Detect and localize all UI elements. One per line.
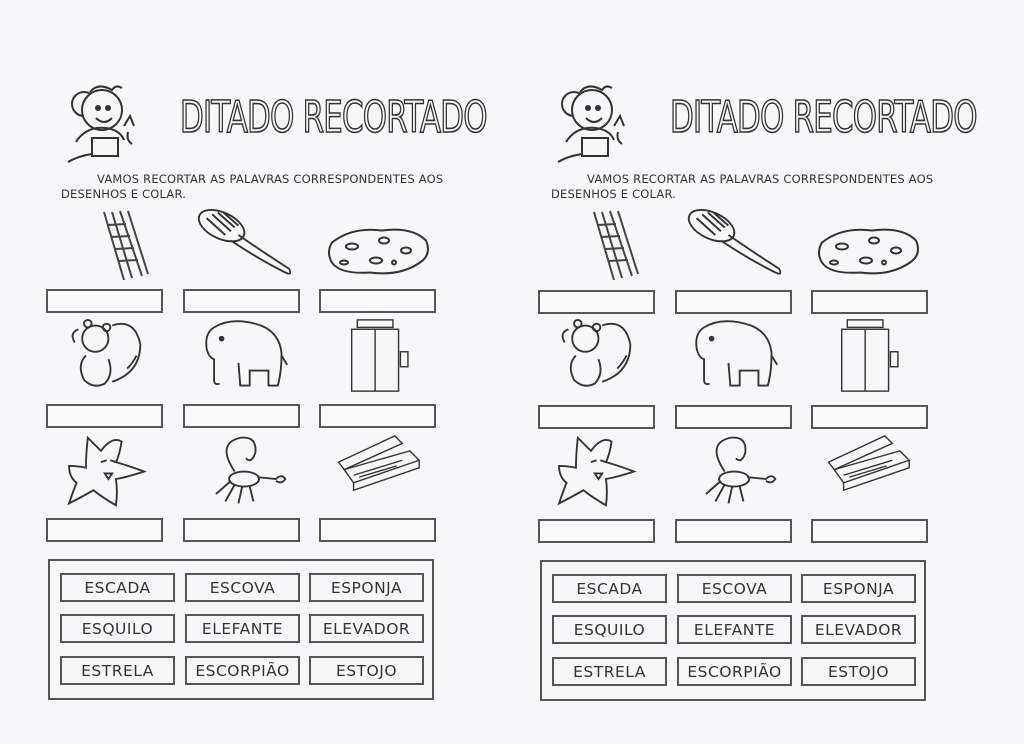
instruction-text: VAMOS RECORTAR AS PALAVRAS CORRESPONDENT… [551,172,951,202]
word-card[interactable]: ESCADA [60,573,175,602]
worksheet-left: DITADO RECORTADO VAMOS RECORTAR AS PALAV… [46,85,488,700]
hairbrush-icon [687,208,782,275]
ladder-icon [593,210,639,281]
word-card[interactable]: ESPONJA [309,573,424,602]
answer-box-scorpion[interactable] [183,518,300,542]
answer-box-squirrel[interactable] [538,405,655,429]
answer-box-elevator[interactable] [319,404,436,428]
word-card[interactable]: ELEFANTE [185,614,300,643]
scorpion-icon [705,436,777,504]
pencil-case-icon [337,435,421,492]
word-bank: ESCADA ESCOVA ESPONJA ESQUILO ELEFANTE E… [48,559,434,700]
squirrel-icon [561,318,632,387]
answer-box-elevator[interactable] [811,405,928,429]
instruction-line-2: DESENHOS E COLAR. [551,187,677,201]
ladder-icon [103,210,149,281]
word-card[interactable]: ESTOJO [309,656,424,685]
answer-box-ladder[interactable] [46,289,163,313]
word-card[interactable]: ESCOVA [185,573,300,602]
word-card[interactable]: ESTRELA [60,656,175,685]
scorpion-icon [215,436,287,504]
answer-box-brush[interactable] [183,289,300,313]
word-card[interactable]: ELEFANTE [677,615,792,644]
pencil-case-icon [827,435,911,492]
star-icon [557,435,637,507]
answer-box-brush[interactable] [675,290,792,314]
worksheet-right: DITADO RECORTADO VAMOS RECORTAR AS PALAV… [490,0,1002,744]
word-bank: ESCADA ESCOVA ESPONJA ESQUILO ELEFANTE E… [540,560,926,701]
word-card[interactable]: ESQUILO [60,614,175,643]
word-card[interactable]: ESTRELA [552,657,667,686]
answer-box-elephant[interactable] [675,405,792,429]
elevator-icon [840,319,899,392]
answer-box-sponge[interactable] [811,290,928,314]
word-card[interactable]: ELEVADOR [309,614,424,643]
word-card[interactable]: ESCORPIÃO [185,656,300,685]
sponge-icon [818,228,919,275]
worksheet-title: DITADO RECORTADO [179,91,488,144]
hairbrush-icon [197,208,292,275]
answer-box-sponge[interactable] [319,289,436,313]
answer-box-elephant[interactable] [183,404,300,428]
instruction-line-1: VAMOS RECORTAR AS PALAVRAS CORRESPONDENT… [97,172,444,186]
answer-box-star[interactable] [46,518,163,542]
sponge-icon [328,228,429,275]
answer-box-pencil-case[interactable] [811,519,928,543]
word-card[interactable]: ESQUILO [552,615,667,644]
elevator-icon [350,319,409,392]
boy-cutting-paper-icon [557,85,625,163]
answer-box-ladder[interactable] [538,290,655,314]
star-icon [67,435,147,507]
answer-box-pencil-case[interactable] [319,518,436,542]
answer-box-star[interactable] [538,519,655,543]
word-card[interactable]: ESTOJO [801,657,916,686]
word-card[interactable]: ESCORPIÃO [677,657,792,686]
boy-cutting-paper-icon [67,85,135,163]
word-card[interactable]: ESPONJA [801,574,916,603]
squirrel-icon [71,318,142,387]
elephant-icon [205,320,288,387]
worksheet-title: DITADO RECORTADO [669,91,978,144]
instruction-line-2: DESENHOS E COLAR. [61,187,187,201]
instruction-line-1: VAMOS RECORTAR AS PALAVRAS CORRESPONDENT… [587,172,934,186]
word-card[interactable]: ESCADA [552,574,667,603]
instruction-text: VAMOS RECORTAR AS PALAVRAS CORRESPONDENT… [61,172,461,202]
word-card[interactable]: ELEVADOR [801,615,916,644]
answer-box-scorpion[interactable] [675,519,792,543]
word-card[interactable]: ESCOVA [677,574,792,603]
answer-box-squirrel[interactable] [46,404,163,428]
elephant-icon [695,320,778,387]
